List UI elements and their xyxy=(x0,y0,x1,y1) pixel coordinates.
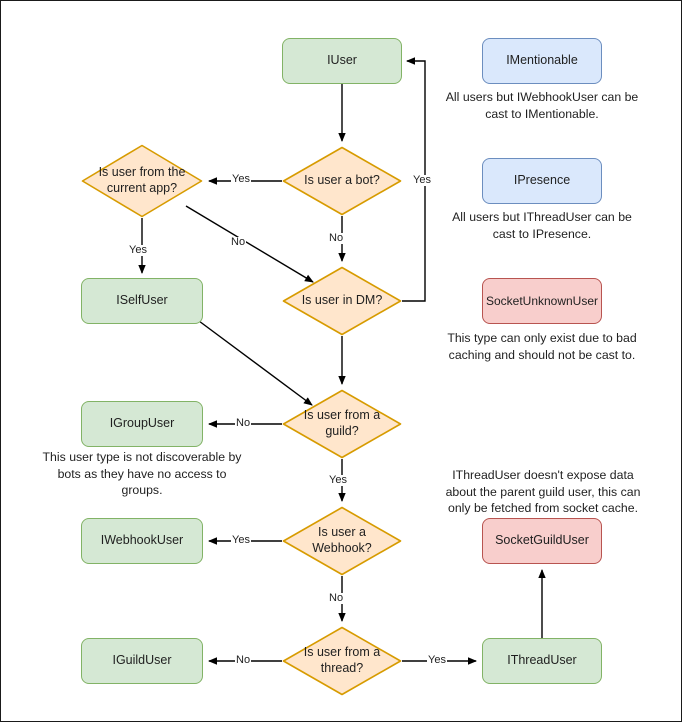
diamond-shape xyxy=(282,389,402,459)
note-thread-text: IThreadUser doesn't expose data about th… xyxy=(445,468,641,516)
node-ithreaduser[interactable]: IThreadUser xyxy=(482,638,602,684)
edge-label-bot-no: No xyxy=(328,232,345,244)
node-ithreaduser-label: IThreadUser xyxy=(507,653,577,668)
decision-is-user-from-current-app[interactable]: Is user from the current app? xyxy=(81,144,203,218)
diamond-shape xyxy=(282,506,402,576)
note-unknown: This type can only exist due to bad cach… xyxy=(438,330,646,363)
decision-is-user-from-guild-label: Is user from a guild? xyxy=(303,408,381,438)
node-iselfuser[interactable]: ISelfUser xyxy=(81,278,203,324)
decision-is-user-from-thread[interactable]: Is user from a thread? xyxy=(282,626,402,696)
decision-is-user-a-bot[interactable]: Is user a bot? xyxy=(282,146,402,216)
decision-is-user-a-bot-label: Is user a bot? xyxy=(304,173,380,188)
edge-label-app-no: No xyxy=(230,236,247,248)
node-iwebhookuser-label: IWebhookUser xyxy=(100,533,184,548)
diamond-shape xyxy=(282,626,402,696)
decision-is-user-in-dm-label: Is user in DM? xyxy=(301,293,383,308)
diamond-shape xyxy=(282,266,402,336)
edge-label-thread-no: No xyxy=(235,654,252,666)
note-presence-text: All users but IThreadUser can be cast to… xyxy=(452,210,632,241)
decision-is-user-a-webhook[interactable]: Is user a Webhook? xyxy=(282,506,402,576)
note-presence: All users but IThreadUser can be cast to… xyxy=(442,209,642,242)
node-ipresence-label: IPresence xyxy=(513,173,571,188)
decision-is-user-from-current-app-label: Is user from the current app? xyxy=(98,165,186,195)
diamond-shape xyxy=(81,144,203,218)
edge-label-webhook-no: No xyxy=(328,592,345,604)
node-igroupuser[interactable]: IGroupUser xyxy=(81,401,203,447)
node-iwebhookuser[interactable]: IWebhookUser xyxy=(81,518,203,564)
node-iguilduser-label: IGuildUser xyxy=(112,653,172,668)
edge-label-webhook-yes: Yes xyxy=(231,534,251,546)
node-socketunknownuser-label: SocketUnknownUser xyxy=(485,293,599,308)
note-mentionable: All users but IWebhookUser can be cast t… xyxy=(442,89,642,122)
edge-label-guild-yes: Yes xyxy=(328,474,348,486)
node-socketunknownuser[interactable]: SocketUnknownUser xyxy=(482,278,602,324)
node-iuser-label: IUser xyxy=(327,53,357,68)
decision-is-user-in-dm[interactable]: Is user in DM? xyxy=(282,266,402,336)
edge-label-bot-yes: Yes xyxy=(231,173,251,185)
node-iuser[interactable]: IUser xyxy=(282,38,402,84)
node-socketguilduser-label: SocketGuildUser xyxy=(495,533,589,548)
note-thread: IThreadUser doesn't expose data about th… xyxy=(438,467,648,517)
note-mentionable-text: All users but IWebhookUser can be cast t… xyxy=(445,90,639,121)
note-group-text: This user type is not discoverable by bo… xyxy=(42,450,242,498)
edge-label-guild-no: No xyxy=(235,417,252,429)
node-socketguilduser[interactable]: SocketGuildUser xyxy=(482,518,602,564)
decision-is-user-a-webhook-label: Is user a Webhook? xyxy=(312,525,372,555)
note-group: This user type is not discoverable by bo… xyxy=(38,449,246,499)
node-iguilduser[interactable]: IGuildUser xyxy=(81,638,203,684)
node-imentionable-label: IMentionable xyxy=(506,53,578,68)
decision-is-user-from-guild[interactable]: Is user from a guild? xyxy=(282,389,402,459)
diamond-shape xyxy=(282,146,402,216)
node-imentionable[interactable]: IMentionable xyxy=(482,38,602,84)
node-iselfuser-label: ISelfUser xyxy=(116,293,168,308)
edge-label-app-yes: Yes xyxy=(128,244,148,256)
node-ipresence[interactable]: IPresence xyxy=(482,158,602,204)
edge-label-thread-yes: Yes xyxy=(427,654,447,666)
decision-is-user-from-thread-label: Is user from a thread? xyxy=(303,645,381,675)
note-unknown-text: This type can only exist due to bad cach… xyxy=(447,331,637,362)
edge-label-dm-yes: Yes xyxy=(412,174,432,186)
node-igroupuser-label: IGroupUser xyxy=(109,416,175,431)
